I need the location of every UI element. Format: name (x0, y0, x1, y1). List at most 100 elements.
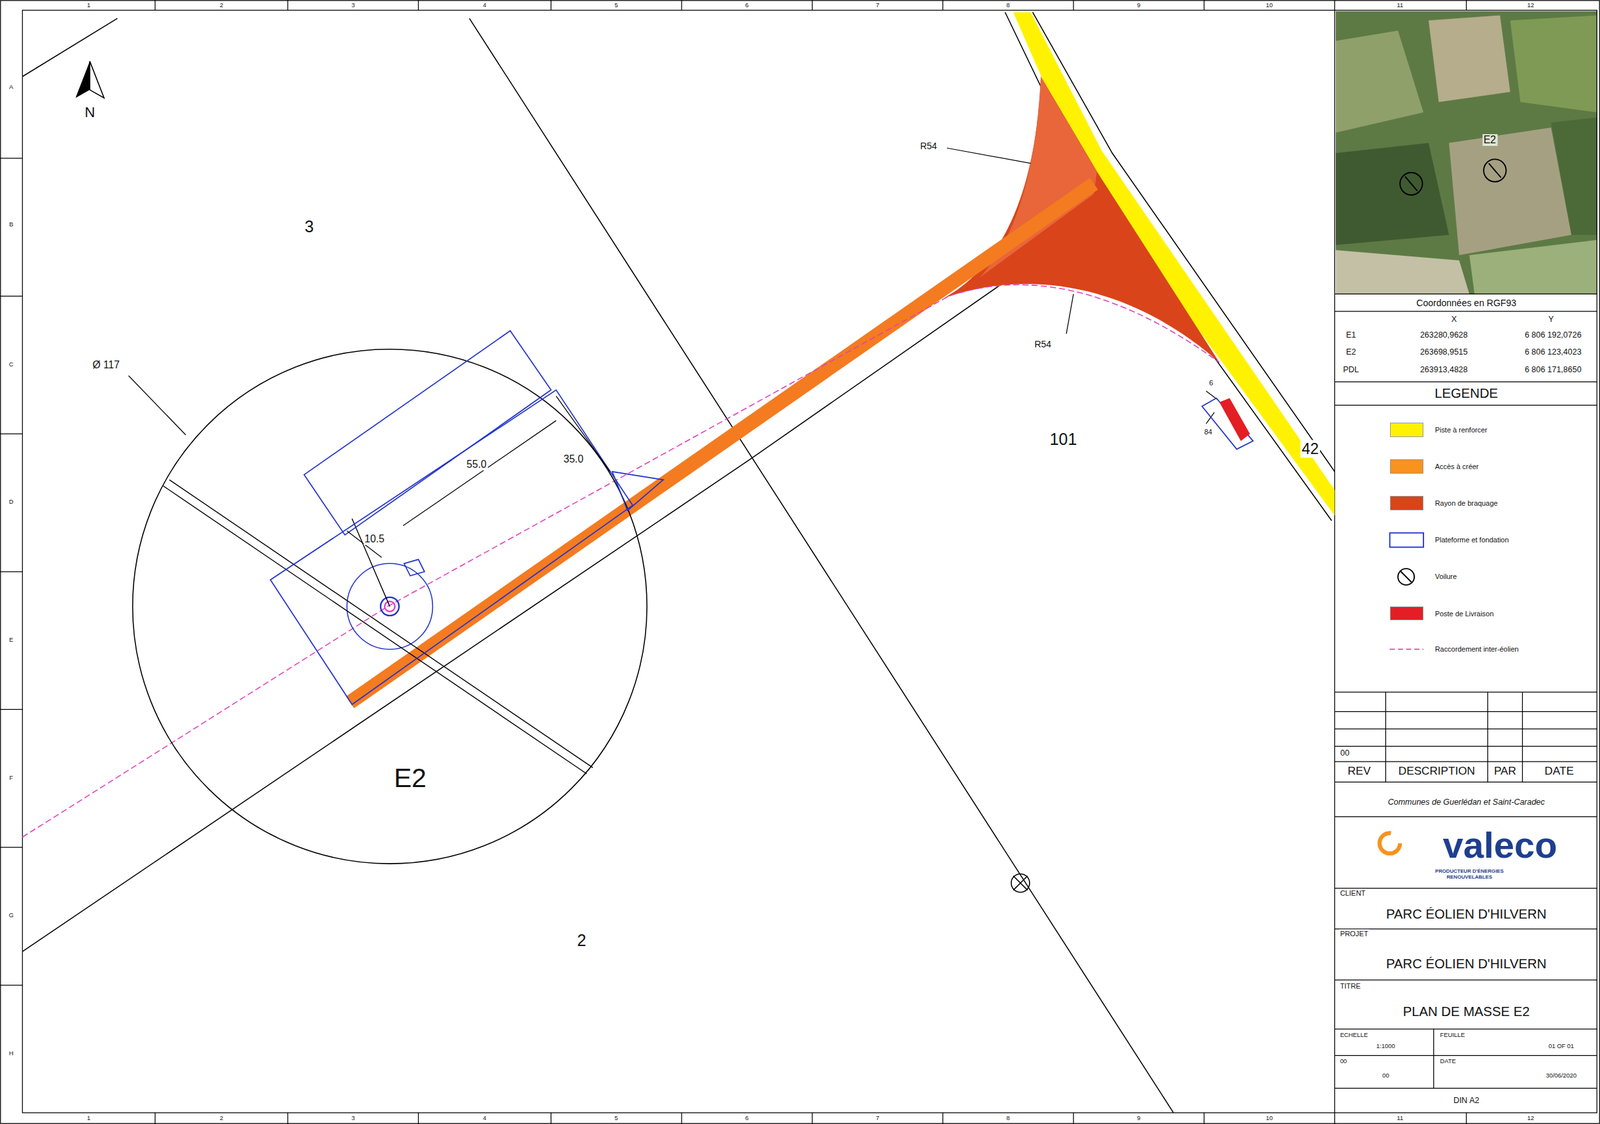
plan-label: E (7, 636, 15, 644)
plan-label: valeco (1441, 823, 1559, 867)
plan-label: E2 (392, 762, 428, 793)
legend-text: Plateforme et fondation (1433, 535, 1511, 545)
plan-label: X (1450, 314, 1459, 324)
plan-label: C (7, 361, 16, 369)
plan-label: 55.0 (465, 458, 488, 471)
legend-swatch (1390, 422, 1424, 437)
survey-point (1011, 873, 1030, 893)
north-arrow (75, 61, 105, 99)
plan-label: 1 (85, 1114, 92, 1122)
plan-label: DATE (1543, 764, 1575, 778)
plan-label: A (7, 83, 15, 91)
plan-label: 6 (743, 1, 750, 9)
plan-label: G (7, 911, 16, 920)
plan-label: F (7, 773, 15, 782)
plan-label: 8 (1005, 1114, 1012, 1122)
parcel-lines (22, 18, 1174, 1113)
plan-label: 42 (1300, 440, 1321, 458)
plan-label: Communes de Guerlédan et Saint-Caradec (1386, 797, 1547, 807)
plan-label: 10 (1264, 1, 1274, 9)
plan-label: 00 (1380, 1072, 1391, 1080)
plan-label: 2 (218, 1, 225, 9)
plan-label: E2 (1482, 134, 1498, 146)
plan-label: 84 (1202, 427, 1214, 437)
plan-label: E2 (1344, 347, 1358, 357)
plan-label: FEUILLE (1439, 1030, 1467, 1039)
access-road (349, 183, 1094, 703)
legend-text: Rayon de braquage (1433, 499, 1500, 508)
plan-label: 5 (613, 1114, 620, 1122)
plan-label: H (7, 1049, 16, 1057)
plan-label: Coordonnées en RGF93 (1414, 297, 1518, 309)
plan-label: 7 (874, 1, 881, 9)
plan-label: 6 806 192,0726 (1523, 329, 1583, 339)
plan-label: Ø 117 (91, 359, 122, 371)
plan-label: Y (1547, 314, 1555, 324)
legend-text: Raccordement inter-éolien (1433, 644, 1521, 654)
plan-label: 6 (1208, 378, 1215, 388)
plan-label: PDL (1341, 365, 1360, 375)
plan-label: 263913,4828 (1418, 365, 1470, 375)
plan-label: 9 (1135, 1, 1142, 9)
plan-label: PARC ÉOLIEN D'HILVERN (1384, 906, 1548, 922)
legend-text: Piste à renforcer (1433, 425, 1489, 434)
legend-swatch (1390, 459, 1424, 474)
plan-label: 35.0 (562, 453, 585, 466)
title-block-lines (1334, 293, 1597, 1088)
legend-swatch (1390, 606, 1424, 621)
plan-label: 8 (1005, 1, 1012, 9)
plan-label: R54 (919, 140, 939, 152)
turbine-e2 (132, 349, 647, 864)
inset-aerial (1335, 11, 1597, 294)
plan-label: PLAN DE MASSE E2 (1401, 1004, 1532, 1020)
platform-foundation (270, 330, 664, 705)
plan-label: 12 (1526, 1, 1536, 9)
plan-label: 10.5 (363, 533, 386, 545)
plan-label: 263698,9515 (1418, 347, 1470, 357)
plan-label: 3 (303, 217, 316, 237)
plan-label: 7 (874, 1114, 881, 1122)
plan-label: B (7, 221, 15, 229)
plan-label: 10 (1264, 1114, 1274, 1122)
plan-label: 6 806 171,8650 (1523, 365, 1583, 375)
plan-label: E1 (1344, 329, 1358, 339)
plan-label: D (7, 498, 16, 506)
plan-label: 3 (349, 1, 356, 9)
inter-turbine-cable (22, 284, 1220, 837)
legend-text: Accès à créer (1433, 462, 1481, 471)
legend-text: Voilure (1433, 572, 1459, 581)
plan-label: DESCRIPTION (1397, 764, 1477, 778)
plan-label: 00 (1339, 748, 1351, 758)
plan-label: 1:1000 (1374, 1042, 1397, 1050)
plan-label: 11 (1395, 1, 1405, 9)
plan-label: 2 (218, 1114, 225, 1122)
plan-label: 1 (85, 1, 92, 9)
plan-label: 5 (613, 1, 620, 9)
plan-label: 4 (481, 1114, 488, 1122)
plan-label: N (83, 104, 97, 121)
plan-label: 9 (1135, 1114, 1142, 1122)
plan-label: 01 OF 01 (1547, 1042, 1576, 1050)
plan-label: 12 (1526, 1114, 1536, 1122)
plan-label: DIN A2 (1452, 1095, 1481, 1105)
plan-label: CLIENT (1339, 888, 1368, 898)
plan-label: 11 (1395, 1114, 1405, 1122)
dimension-lines (128, 147, 1219, 558)
plan-label: TITRE (1339, 981, 1363, 991)
turning-radius (943, 76, 1220, 363)
plan-label: 101 (1048, 429, 1079, 449)
plan-label: 6 806 123,4023 (1523, 347, 1583, 357)
plan-label: REV (1346, 764, 1372, 778)
plan-label: LEGENDE (1433, 385, 1500, 401)
legend-text: Poste de Livraison (1433, 608, 1496, 618)
plan-label: 00 (1339, 1057, 1349, 1065)
plan-label: 3 (349, 1114, 356, 1122)
delivery-station (1202, 398, 1254, 450)
plan-label: 30/06/2020 (1544, 1072, 1578, 1080)
plan-label: 4 (481, 1, 488, 9)
plan-label: R54 (1032, 338, 1053, 350)
plan-label: 2 (575, 930, 588, 950)
